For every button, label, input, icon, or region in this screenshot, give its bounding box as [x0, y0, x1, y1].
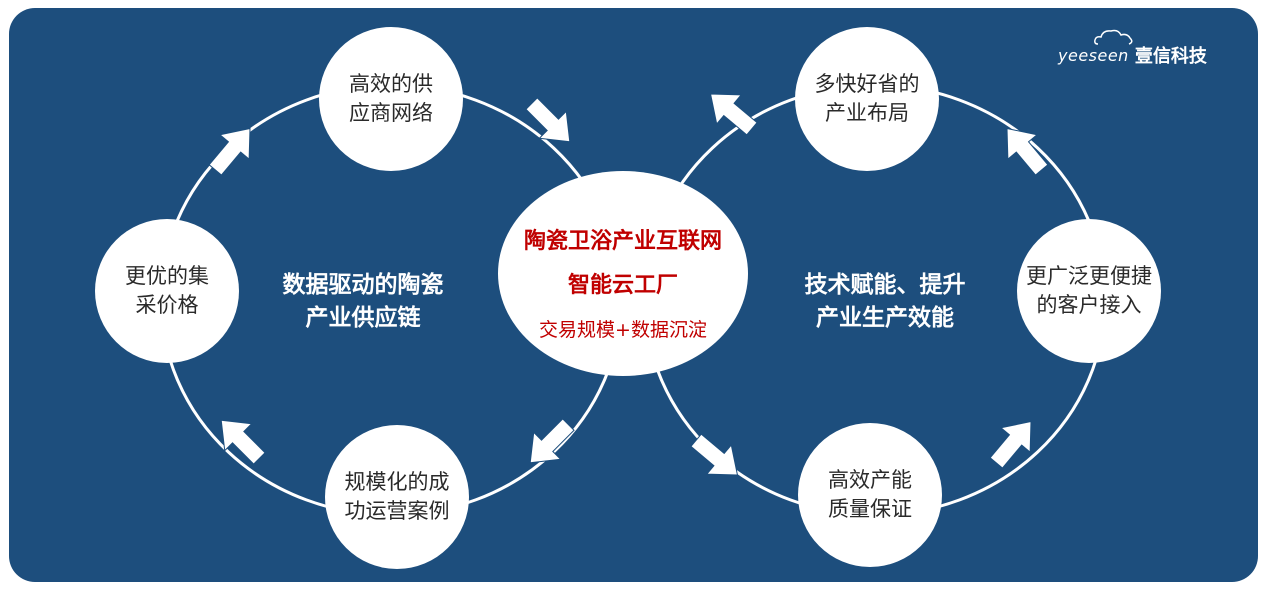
- label-line: 技术赋能、提升: [804, 272, 966, 298]
- center-title: 陶瓷卫浴产业互联网: [523, 229, 722, 254]
- node-customer-access: 更广泛更便捷 的客户接入: [1017, 219, 1161, 363]
- brand-name-en: yeeseen: [1058, 45, 1129, 65]
- right-loop-label: 技术赋能、提升 产业生产效能: [785, 269, 985, 335]
- node-text-line: 高效产能: [828, 468, 912, 492]
- brand-name-cn: 壹信科技: [1134, 46, 1207, 67]
- center-hub: 陶瓷卫浴产业互联网 智能云工厂 交易规模+数据沉淀: [498, 171, 748, 376]
- node-text-line: 功运营案例: [344, 499, 450, 523]
- center-subtitle-factory: 智能云工厂: [567, 273, 678, 298]
- arrow-right-icon: [220, 419, 266, 465]
- arrow-right-icon: [690, 433, 739, 476]
- node-text-line: 更优的集: [125, 264, 209, 288]
- arrow-right-icon: [989, 420, 1032, 469]
- label-line: 产业供应链: [305, 305, 421, 331]
- node-text-line: 的客户接入: [1036, 293, 1142, 317]
- node-text-line: 产业布局: [825, 101, 909, 125]
- node-text-line: 应商网络: [349, 101, 433, 125]
- node-text-line: 规模化的成: [344, 470, 450, 494]
- arrow-right-icon: [529, 418, 575, 464]
- arrow-right-icon: [208, 127, 251, 176]
- brand-logo: yeeseen 壹信科技: [1058, 29, 1207, 70]
- node-text-line: 多快好省的: [814, 72, 920, 96]
- label-line: 数据驱动的陶瓷: [282, 272, 444, 298]
- center-caption: 交易规模+数据沉淀: [539, 319, 707, 341]
- node-text-line: 高效的供: [349, 72, 433, 96]
- node-text-line: 采价格: [135, 293, 199, 317]
- node-operation-cases: 规模化的成 功运营案例: [325, 425, 469, 569]
- node-text-line: 质量保证: [828, 497, 912, 521]
- node-supplier-network: 高效的供 应商网络: [319, 27, 463, 171]
- node-capacity-quality: 高效产能 质量保证: [798, 423, 942, 567]
- arrow-right-icon: [1006, 127, 1049, 176]
- arrow-right-icon: [709, 93, 758, 136]
- label-line: 产业生产效能: [816, 305, 954, 331]
- node-text-line: 更广泛更便捷: [1026, 264, 1152, 288]
- node-purchase-price: 更优的集 采价格: [95, 219, 239, 363]
- node-industry-layout: 多快好省的 产业布局: [795, 27, 939, 171]
- arrow-right-icon: [525, 97, 571, 143]
- cloud-icon: [1094, 29, 1133, 45]
- left-loop-label: 数据驱动的陶瓷 产业供应链: [263, 269, 463, 335]
